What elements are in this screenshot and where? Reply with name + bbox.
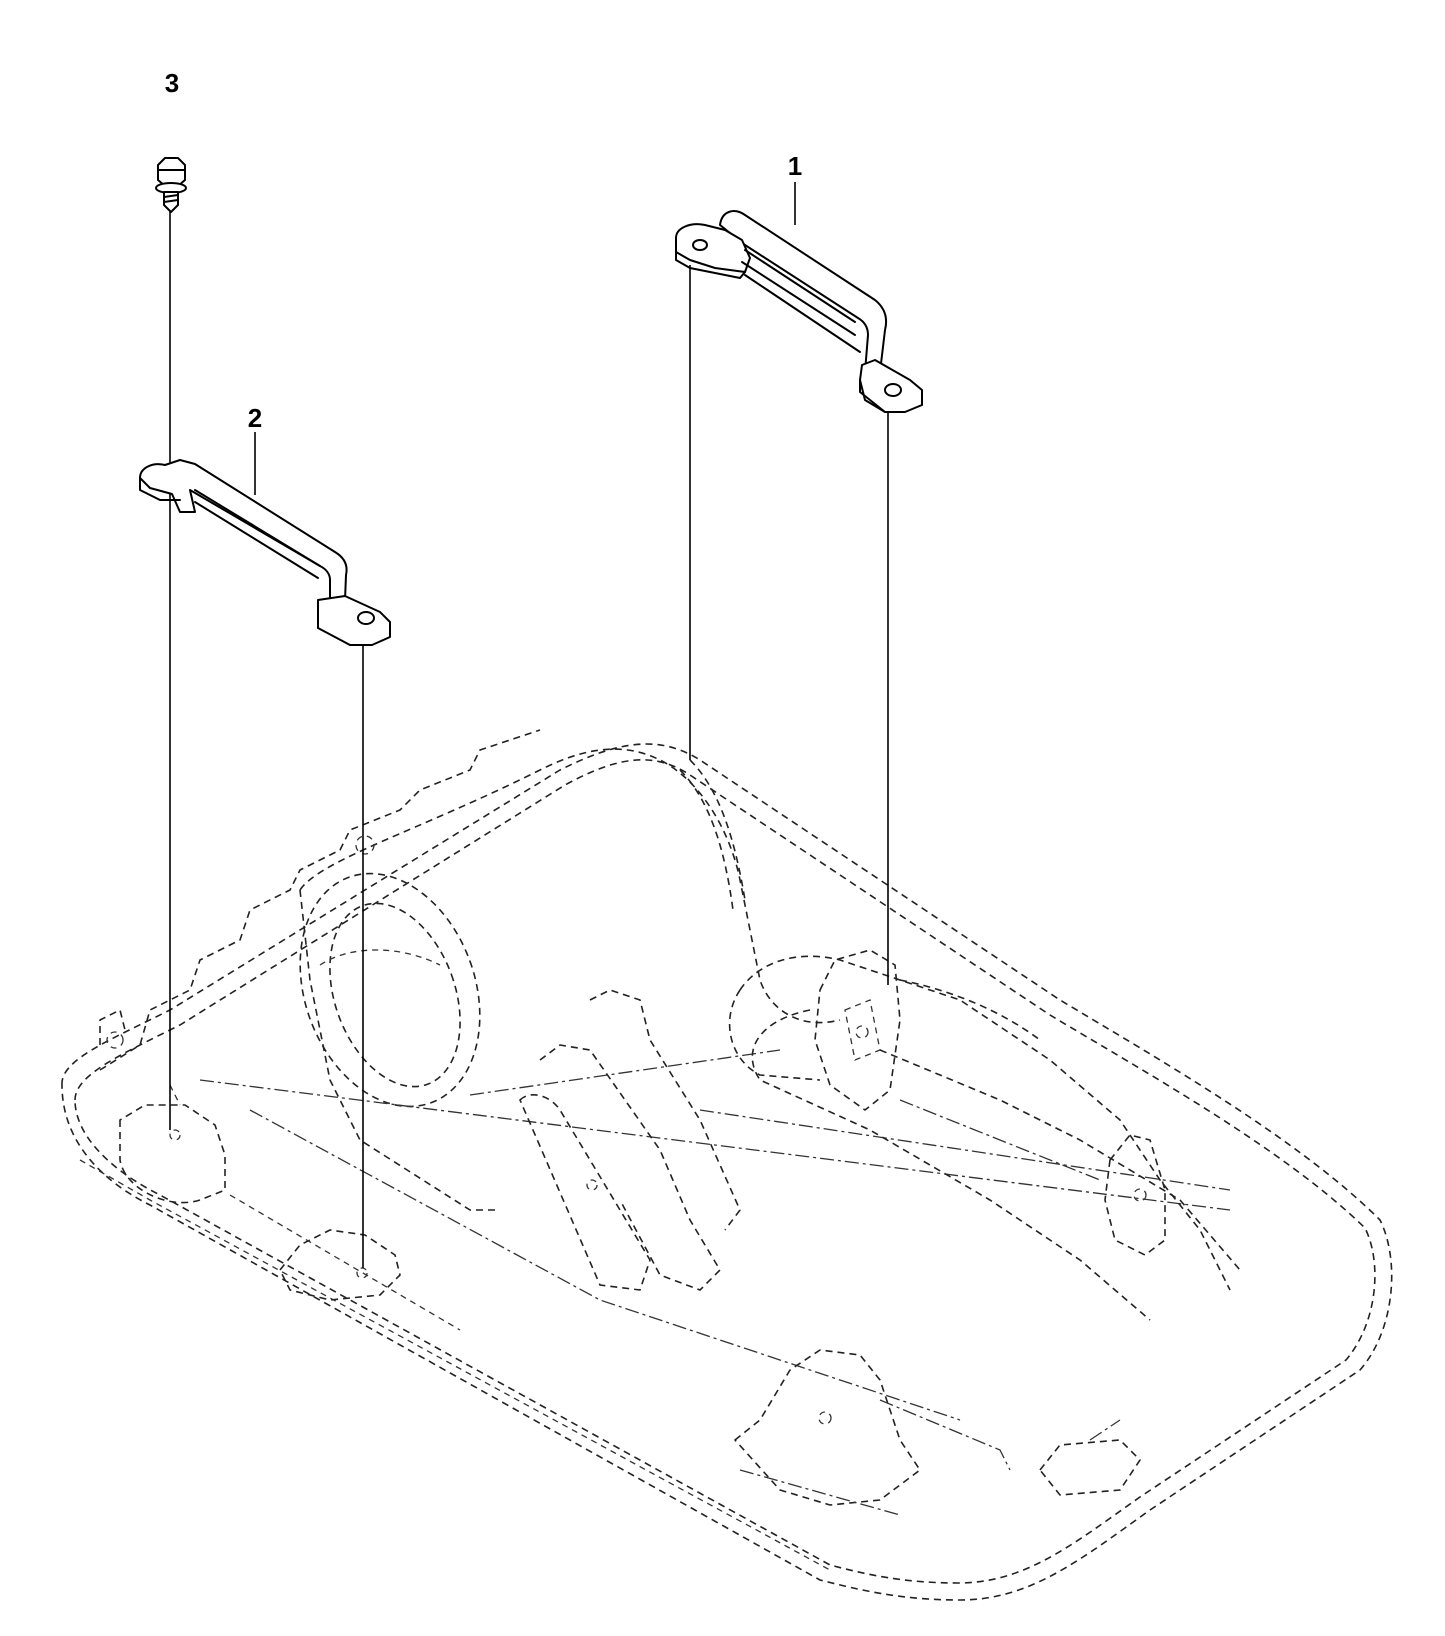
handle-part-2[interactable] bbox=[139, 459, 391, 646]
leader-lines bbox=[169, 182, 889, 1268]
callout-2: 2 bbox=[248, 403, 262, 433]
callout-3: 3 bbox=[165, 68, 179, 98]
handle-part-1[interactable] bbox=[675, 210, 923, 413]
chassis-body bbox=[61, 729, 1393, 1601]
callout-1: 1 bbox=[788, 151, 802, 181]
screw-part-3[interactable] bbox=[155, 157, 187, 213]
